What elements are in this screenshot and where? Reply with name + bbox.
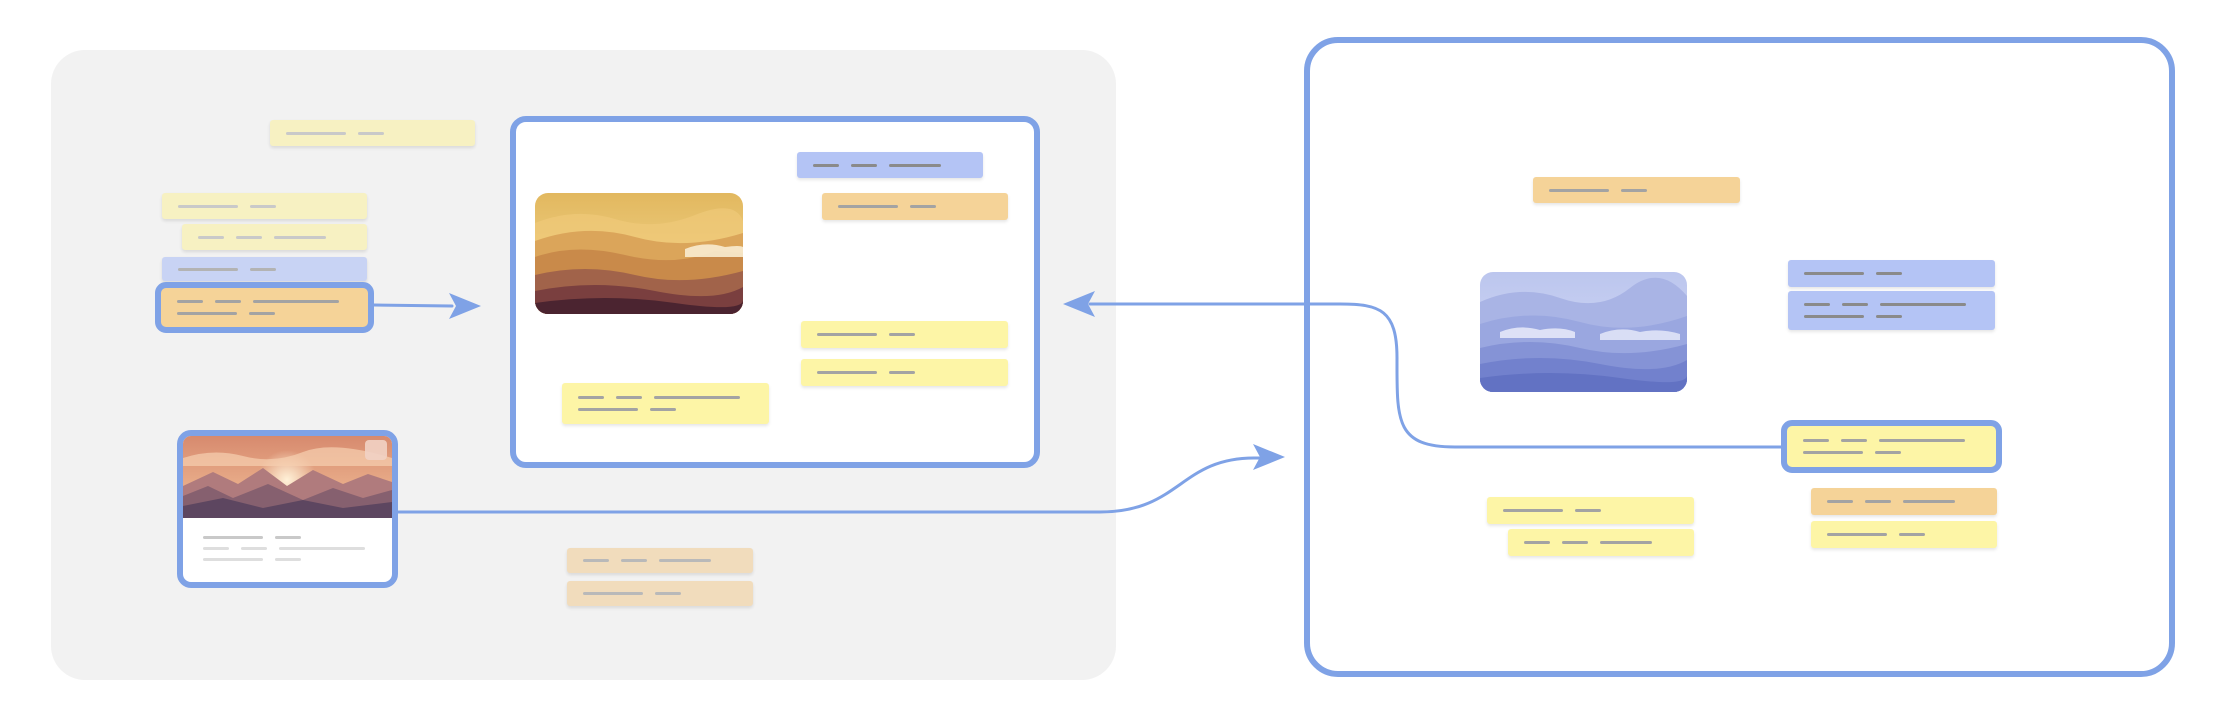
arrowhead-icon	[1253, 444, 1285, 470]
sticky-note[interactable]	[797, 152, 983, 178]
sticky-note[interactable]	[1533, 177, 1740, 203]
landscape-card[interactable]	[177, 430, 398, 588]
sticky-note[interactable]	[1788, 260, 1995, 287]
sticky-note[interactable]	[1811, 521, 1997, 548]
right-frame[interactable]	[1304, 37, 2175, 677]
sticky-note[interactable]	[162, 257, 367, 281]
sticky-note[interactable]	[270, 120, 475, 146]
sticky-note[interactable]	[567, 548, 753, 573]
right-selected-note[interactable]	[1781, 420, 2002, 473]
sticky-note[interactable]	[562, 383, 769, 424]
golden-mountain-landscape-icon[interactable]	[535, 193, 743, 314]
sticky-note[interactable]	[1508, 529, 1694, 556]
sticky-note[interactable]	[162, 193, 367, 219]
sunset-mountain-landscape-icon	[183, 436, 392, 518]
sticky-note[interactable]	[1811, 488, 1997, 515]
sticky-note[interactable]	[182, 224, 367, 250]
sticky-note[interactable]	[822, 193, 1008, 220]
sticky-note[interactable]	[801, 359, 1008, 386]
left-selected-note[interactable]	[155, 282, 374, 333]
sticky-note[interactable]	[1487, 497, 1694, 524]
sticky-note[interactable]	[1788, 291, 1995, 330]
sticky-note[interactable]	[567, 581, 753, 606]
sticky-note[interactable]	[801, 321, 1008, 348]
blue-mountain-landscape-icon[interactable]	[1480, 272, 1687, 392]
